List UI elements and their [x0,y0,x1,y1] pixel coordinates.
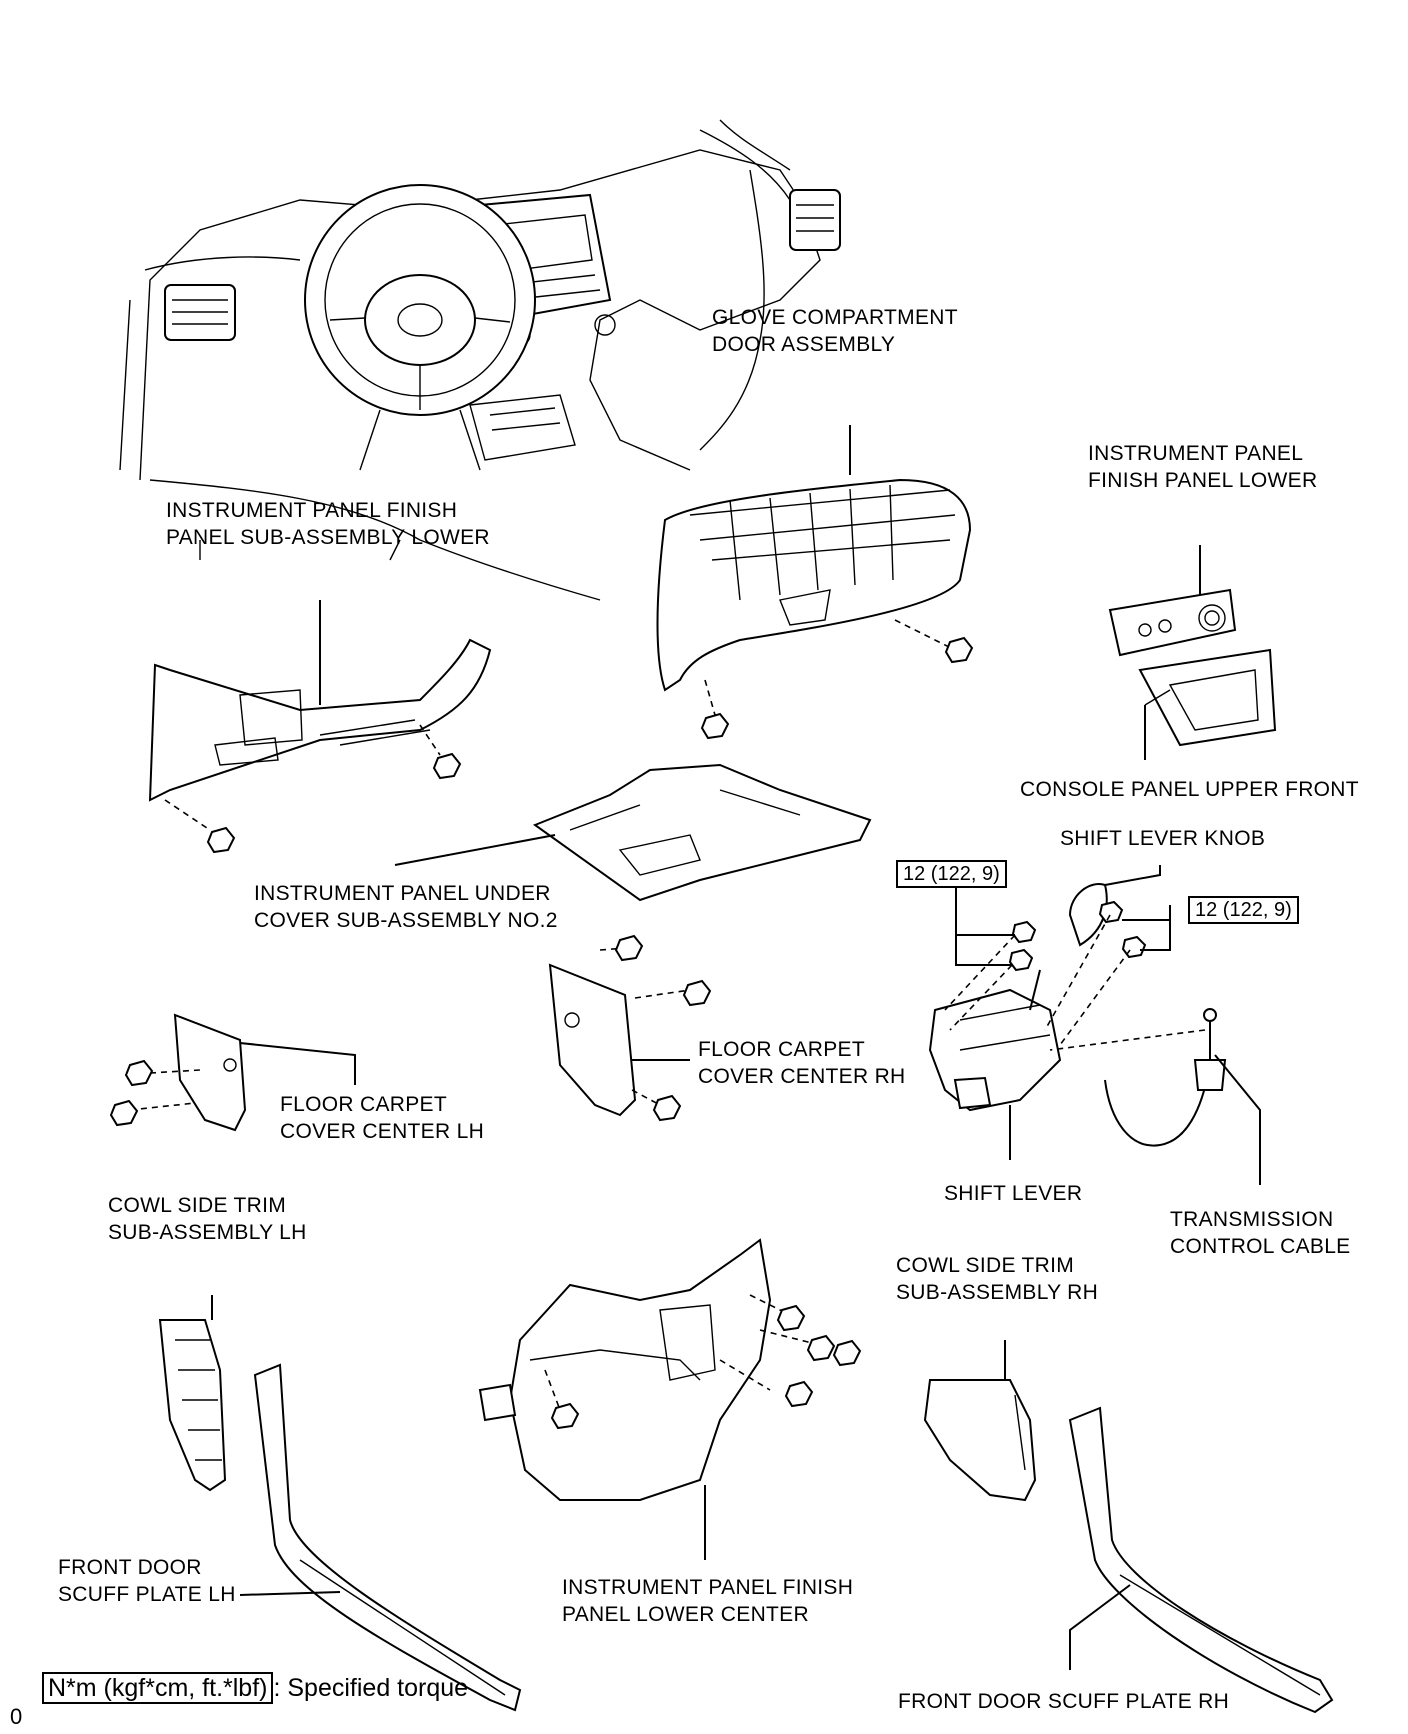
scuff-plate-rh-part [1068,1406,1334,1714]
ip-finish-lower-center-part [478,1238,821,1560]
torque-legend: N*m (kgf*cm, ft.*lbf): Specified torque [42,1672,468,1704]
ip-finish-panel-sub-lower-part [148,600,492,831]
label-line: COVER CENTER RH [698,1065,906,1088]
label-ip-under-cover: INSTRUMENT PANEL UNDER COVER SUB-ASSEMBL… [254,880,558,934]
label-line: FRONT DOOR [58,1556,202,1579]
label-glove-compartment: GLOVE COMPARTMENT DOOR ASSEMBLY [712,304,958,358]
label-ip-finish-lower-center: INSTRUMENT PANEL FINISH PANEL LOWER CENT… [562,1574,853,1628]
ip-finish-panel-lower-part [1108,545,1237,657]
label-shift-lever: SHIFT LEVER [944,1180,1082,1207]
label-ip-finish-panel-lower: INSTRUMENT PANEL FINISH PANEL LOWER [1088,440,1317,494]
label-line: SHIFT LEVER [944,1182,1083,1205]
glove-bolt-right [944,636,974,664]
label-line: COVER SUB-ASSEMBLY NO.2 [254,909,558,932]
label-console-panel-upper-front: CONSOLE PANEL UPPER FRONT [1020,776,1359,803]
label-line: CONTROL CABLE [1170,1235,1351,1258]
carpet-lh-clip-top [124,1059,154,1087]
scuff-plate-lh-part [239,1363,522,1712]
cowl-side-rh-part [923,1340,1037,1502]
label-line: COWL SIDE TRIM [896,1254,1075,1277]
corner-mark: 0 [10,1704,23,1729]
label-line: FRONT DOOR SCUFF PLATE RH [898,1690,1230,1713]
lower-center-clips [550,1304,862,1430]
label-line: COWL SIDE TRIM [108,1194,287,1217]
label-line: FLOOR CARPET [698,1038,865,1061]
dashboard-illustration [119,119,841,601]
label-shift-lever-knob: SHIFT LEVER KNOB [1060,825,1265,852]
legend-text: : Specified torque [273,1674,469,1702]
label-line: PANEL LOWER CENTER [562,1603,809,1626]
label-line: DOOR ASSEMBLY [712,333,896,356]
shift-lever-part [928,969,1062,1160]
carpet-rh-clip-bottom [652,1094,682,1122]
console-panel-upper-front-part [1138,648,1277,760]
label-line: INSTRUMENT PANEL FINISH [166,499,458,522]
label-cowl-side-rh: COWL SIDE TRIM SUB-ASSEMBLY RH [896,1252,1098,1306]
ip-under-cover-part [394,763,872,902]
label-line: PANEL SUB-ASSEMBLY LOWER [166,526,490,549]
label-line: FINISH PANEL LOWER [1088,469,1318,492]
label-line: TRANSMISSION [1170,1208,1334,1231]
glove-compartment-part [656,425,972,716]
label-floor-carpet-lh: FLOOR CARPET COVER CENTER LH [280,1091,484,1145]
label-line: GLOVE COMPARTMENT [712,306,958,329]
transmission-cable-part [1049,1008,1261,1185]
label-line: SCUFF PLATE LH [58,1583,236,1606]
legend-unit-box: N*m (kgf*cm, ft.*lbf) [42,1672,274,1704]
label-front-door-scuff-rh: FRONT DOOR SCUFF PLATE RH [898,1688,1229,1715]
label-cowl-side-lh: COWL SIDE TRIM SUB-ASSEMBLY LH [108,1192,307,1246]
label-line: INSTRUMENT PANEL UNDER [254,882,551,905]
label-floor-carpet-rh: FLOOR CARPET COVER CENTER RH [698,1036,906,1090]
carpet-rh-clip-top [614,934,644,962]
label-line: INSTRUMENT PANEL FINISH [562,1576,854,1599]
label-line: CONSOLE PANEL UPPER FRONT [1020,778,1359,801]
shift-lever-nuts [944,880,1171,1046]
floor-carpet-rh-part [548,947,691,1117]
label-line: SHIFT LEVER KNOB [1060,827,1266,850]
glove-bolt-left [700,712,730,740]
label-transmission-cable: TRANSMISSION CONTROL CABLE [1170,1206,1351,1260]
label-front-door-scuff-lh: FRONT DOOR SCUFF PLATE LH [58,1554,236,1608]
floor-carpet-lh-part [129,1013,356,1132]
label-line: FLOOR CARPET [280,1093,447,1116]
label-line: SUB-ASSEMBLY LH [108,1221,307,1244]
torque-box-right: 12 (122, 9) [1188,896,1299,924]
carpet-rh-clip-mid [682,979,712,1007]
cowl-side-lh-part [158,1295,227,1492]
sub-lower-bolt-left [206,826,236,854]
label-line: COVER CENTER LH [280,1120,485,1143]
torque-box-left: 12 (122, 9) [896,860,1007,888]
carpet-lh-clip-bottom [109,1099,139,1127]
label-line: SUB-ASSEMBLY RH [896,1281,1099,1304]
sub-lower-bolt-right [432,752,462,780]
shift-lever-knob-part [1068,865,1161,947]
label-line: INSTRUMENT PANEL [1088,442,1304,465]
label-ip-finish-panel-sub-lower: INSTRUMENT PANEL FINISH PANEL SUB-ASSEMB… [166,497,490,551]
